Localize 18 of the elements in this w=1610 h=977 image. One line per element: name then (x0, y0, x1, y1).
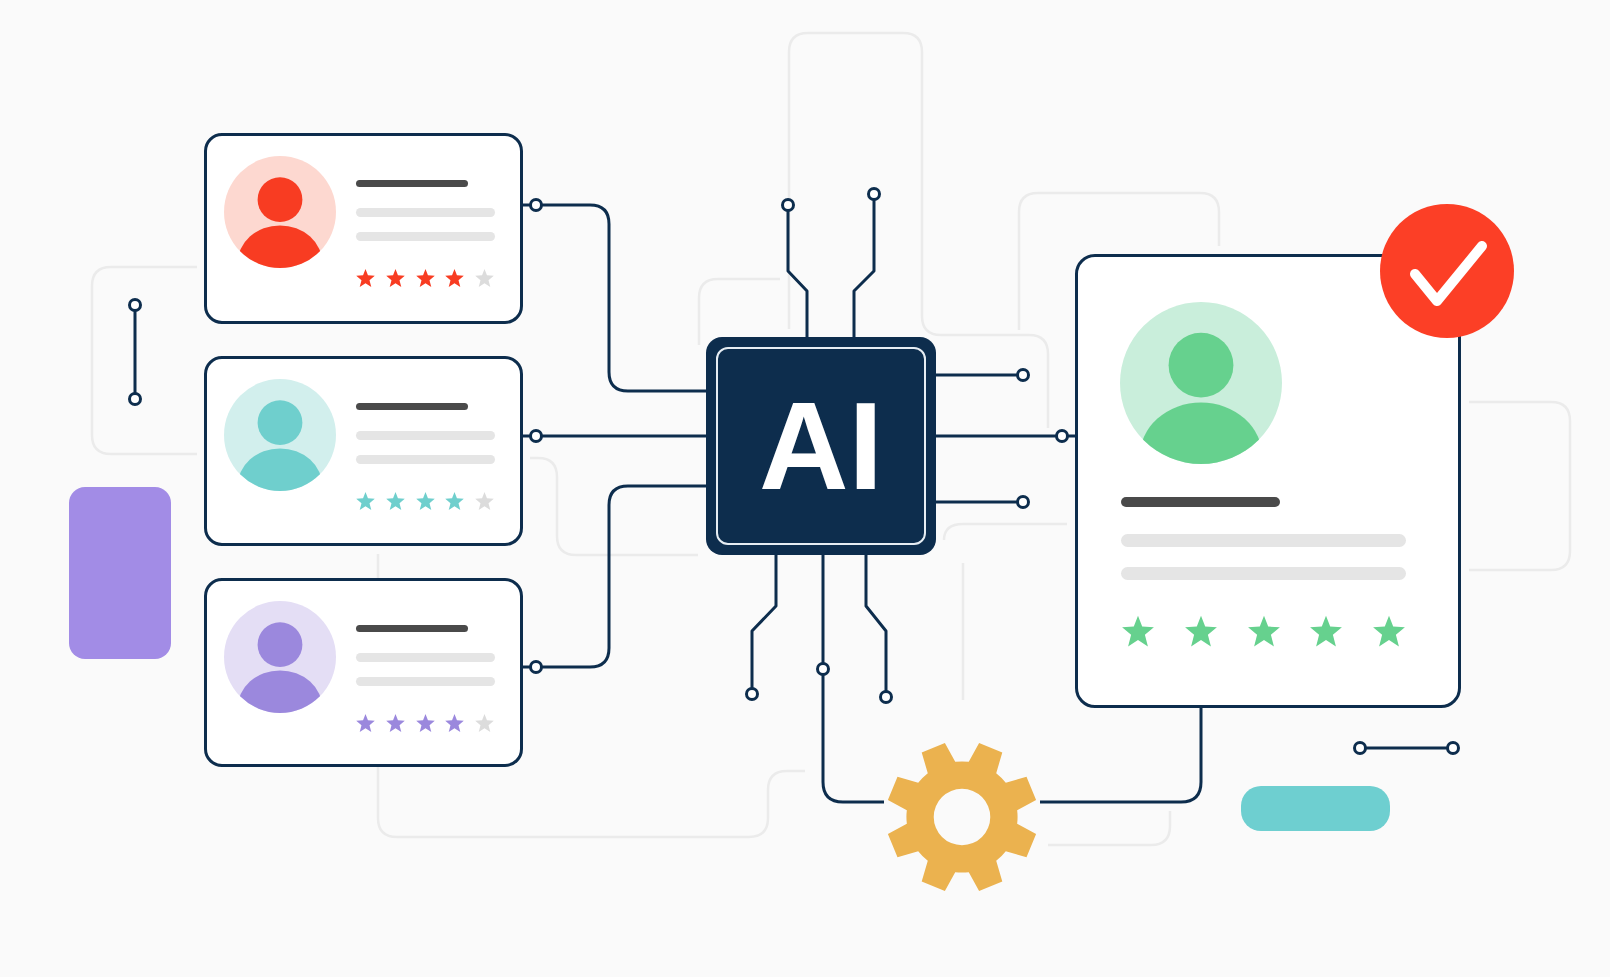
processor-chip (706, 337, 936, 555)
connector-line (745, 555, 778, 701)
connector-line (1040, 708, 1203, 804)
connector-line (852, 187, 881, 337)
connector-line (523, 198, 706, 393)
review-card (1075, 254, 1461, 708)
connector-line (781, 198, 809, 337)
connector-line (936, 495, 1030, 509)
connector-line (523, 484, 706, 674)
connector-line (523, 429, 706, 443)
chip-label: AI (759, 384, 883, 508)
connector-line (936, 429, 1075, 443)
connector-line (936, 368, 1030, 382)
review-card (204, 356, 523, 546)
review-card (204, 133, 523, 324)
connector-line (821, 555, 884, 804)
connector-line (864, 555, 893, 704)
review-card (204, 578, 523, 767)
